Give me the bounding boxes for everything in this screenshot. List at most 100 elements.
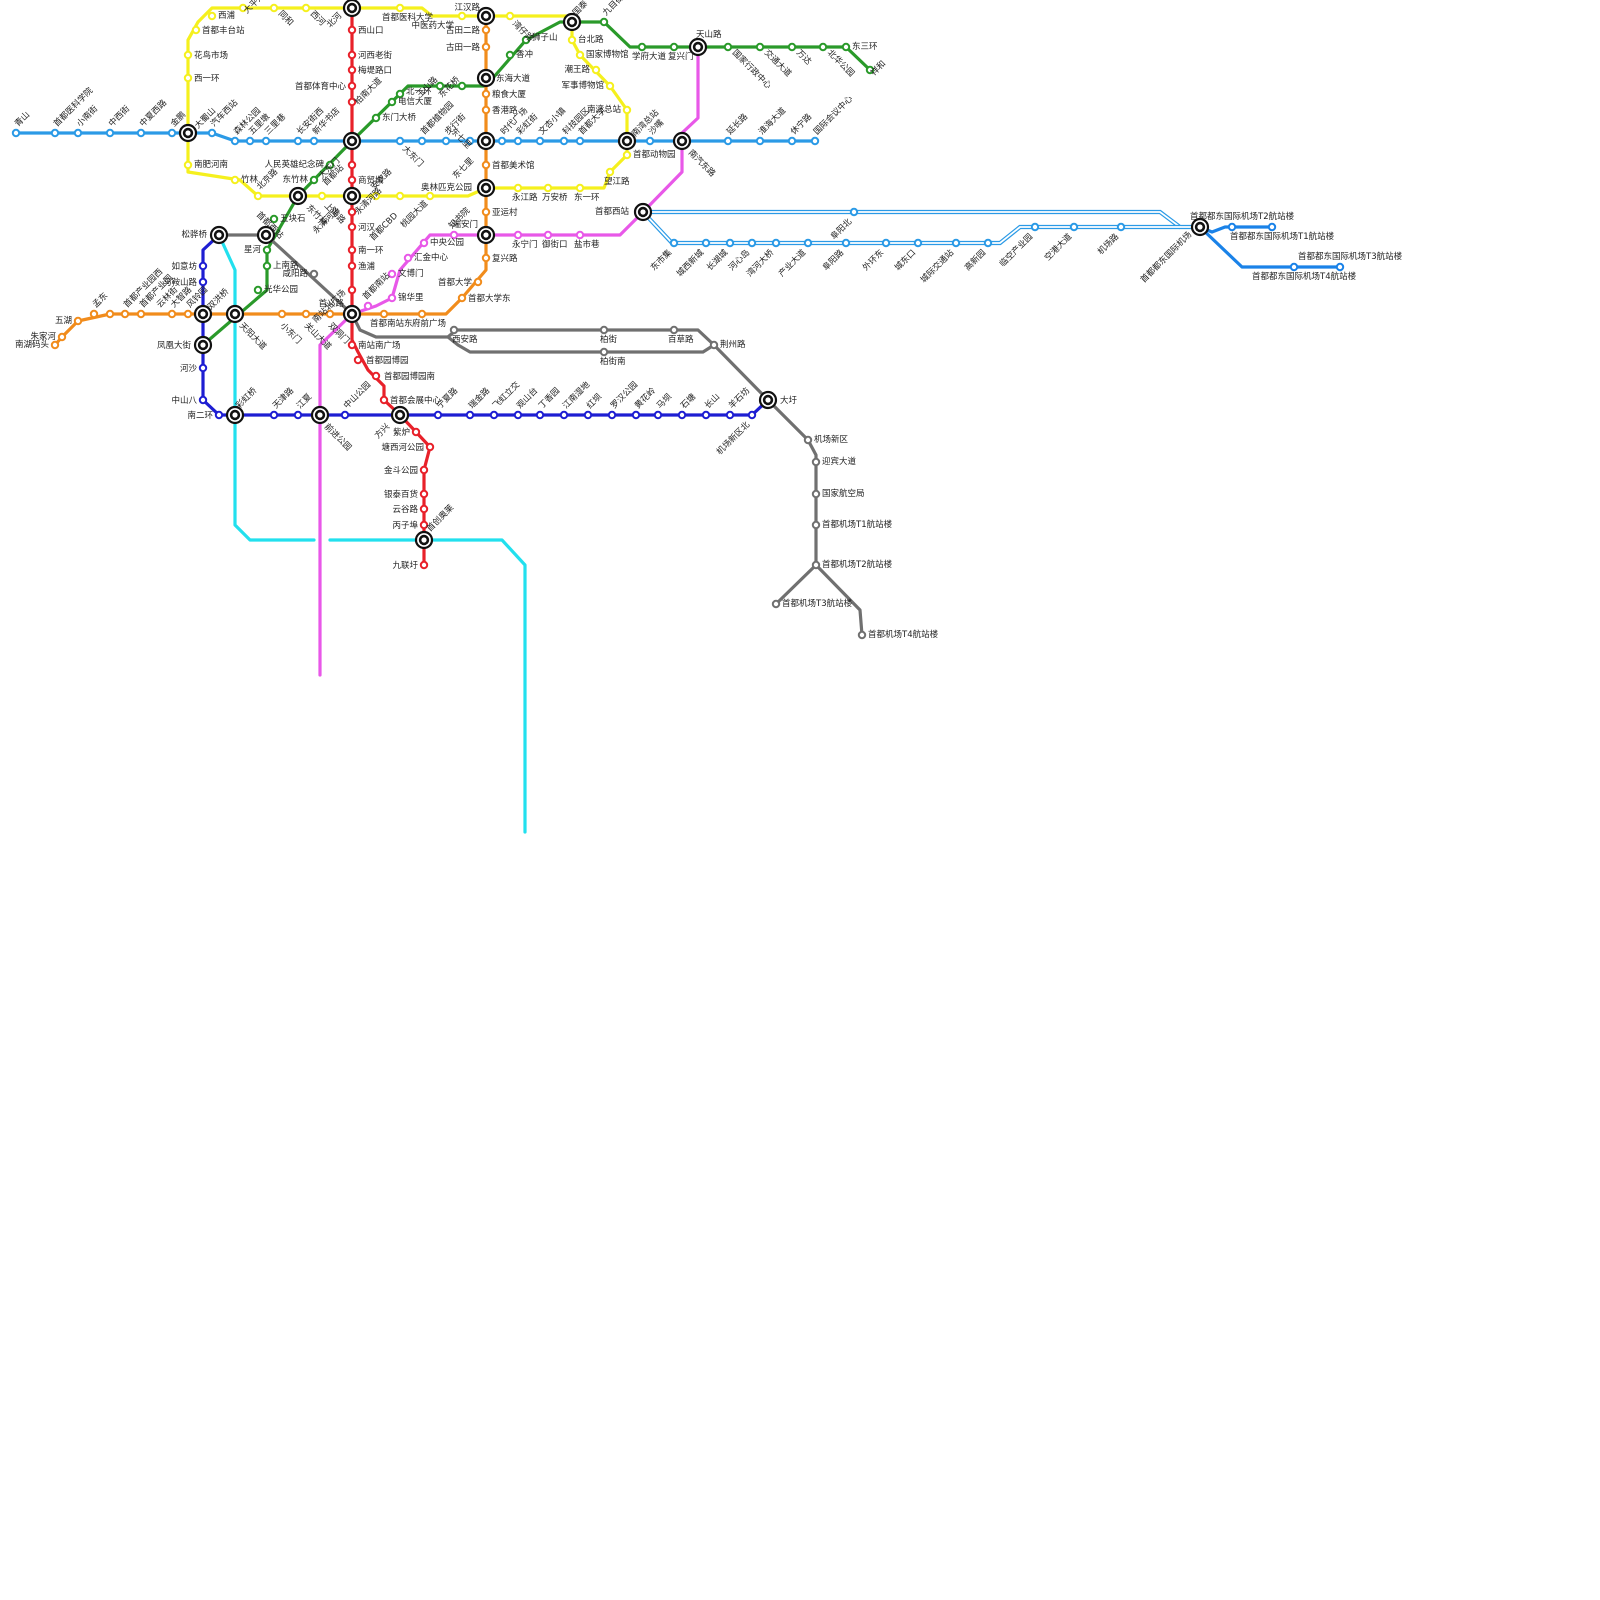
station-b13[interactable] bbox=[309, 136, 319, 146]
transfer-station-n5[interactable] bbox=[193, 335, 213, 355]
station-o17[interactable] bbox=[277, 309, 287, 319]
station-y30[interactable] bbox=[183, 160, 193, 170]
station-r2[interactable] bbox=[347, 50, 357, 60]
station-o21[interactable] bbox=[120, 309, 130, 319]
station-y15[interactable] bbox=[591, 65, 601, 75]
station-g7[interactable] bbox=[262, 245, 272, 255]
station-g5[interactable] bbox=[309, 175, 319, 185]
transfer-station-y23[interactable] bbox=[476, 178, 496, 198]
station-y18[interactable] bbox=[622, 150, 632, 160]
station-y20[interactable] bbox=[575, 183, 585, 193]
station-n20[interactable] bbox=[559, 410, 569, 420]
transfer-station-p2[interactable] bbox=[672, 131, 692, 151]
station-y24[interactable] bbox=[395, 191, 405, 201]
station-p10[interactable] bbox=[387, 293, 397, 303]
transfer-station-r6[interactable] bbox=[342, 0, 362, 18]
station-o15[interactable] bbox=[325, 309, 335, 319]
station-o22[interactable] bbox=[89, 309, 99, 319]
station-n11[interactable] bbox=[293, 410, 303, 420]
station-a17[interactable] bbox=[1267, 222, 1277, 232]
station-g6[interactable] bbox=[269, 214, 279, 224]
station-r18[interactable] bbox=[411, 427, 421, 437]
station-k11[interactable] bbox=[811, 489, 821, 499]
station-a2[interactable] bbox=[701, 238, 711, 248]
station-o18[interactable] bbox=[183, 309, 193, 319]
transfer-station-y17[interactable] bbox=[617, 131, 637, 151]
station-p3[interactable] bbox=[575, 230, 585, 240]
station-b10[interactable] bbox=[245, 136, 255, 146]
station-r5[interactable] bbox=[347, 97, 357, 107]
station-g8[interactable] bbox=[262, 261, 272, 271]
station-n8[interactable] bbox=[214, 410, 224, 420]
station-b26[interactable] bbox=[787, 136, 797, 146]
station-k6[interactable] bbox=[669, 325, 679, 335]
station-a5[interactable] bbox=[771, 238, 781, 248]
transfer-station-b17[interactable] bbox=[476, 131, 496, 151]
station-y13[interactable] bbox=[567, 35, 577, 45]
station-b14[interactable] bbox=[395, 136, 405, 146]
station-b20[interactable] bbox=[535, 136, 545, 146]
station-o5[interactable] bbox=[481, 105, 491, 115]
station-y17[interactable] bbox=[622, 105, 632, 115]
station-y6[interactable] bbox=[269, 3, 279, 13]
station-g11[interactable] bbox=[457, 81, 467, 91]
station-b18[interactable] bbox=[497, 136, 507, 146]
station-y16[interactable] bbox=[605, 81, 615, 91]
transfer-station-o8[interactable] bbox=[476, 225, 496, 245]
station-b11[interactable] bbox=[261, 136, 271, 146]
station-y25[interactable] bbox=[425, 191, 435, 201]
station-r16[interactable] bbox=[371, 371, 381, 381]
station-o25[interactable] bbox=[50, 340, 60, 350]
station-g22[interactable] bbox=[818, 42, 828, 52]
station-o23[interactable] bbox=[73, 316, 83, 326]
station-b22[interactable] bbox=[575, 136, 585, 146]
station-n25[interactable] bbox=[677, 410, 687, 420]
station-y14[interactable] bbox=[575, 50, 585, 60]
station-g12[interactable] bbox=[505, 50, 515, 60]
station-b2[interactable] bbox=[50, 128, 60, 138]
station-o2[interactable] bbox=[481, 42, 491, 52]
station-n21[interactable] bbox=[583, 410, 593, 420]
station-r24[interactable] bbox=[419, 560, 429, 570]
station-y27[interactable] bbox=[317, 191, 327, 201]
station-g3[interactable] bbox=[371, 113, 381, 123]
station-g13[interactable] bbox=[521, 35, 531, 45]
station-b8[interactable] bbox=[207, 128, 217, 138]
transfer-station-c2[interactable] bbox=[414, 530, 434, 550]
station-o19[interactable] bbox=[167, 309, 177, 319]
station-a12[interactable] bbox=[983, 238, 993, 248]
station-g17[interactable] bbox=[669, 42, 679, 52]
station-a10[interactable] bbox=[913, 238, 923, 248]
station-g23[interactable] bbox=[841, 42, 851, 52]
station-y22[interactable] bbox=[513, 183, 523, 193]
station-k3[interactable] bbox=[449, 325, 459, 335]
transfer-station-b14[interactable] bbox=[342, 131, 362, 151]
station-a20[interactable] bbox=[1289, 262, 1299, 272]
station-k10[interactable] bbox=[811, 457, 821, 467]
transfer-station-k8[interactable] bbox=[758, 390, 778, 410]
transfer-station-n9[interactable] bbox=[225, 405, 245, 425]
station-b4[interactable] bbox=[105, 128, 115, 138]
station-y9[interactable] bbox=[395, 3, 405, 13]
station-b3[interactable] bbox=[73, 128, 83, 138]
transfer-station-n1[interactable] bbox=[209, 225, 229, 245]
station-k12[interactable] bbox=[811, 520, 821, 530]
transfer-station-c1[interactable] bbox=[225, 304, 245, 324]
transfer-station-n12[interactable] bbox=[310, 405, 330, 425]
station-b6[interactable] bbox=[167, 128, 177, 138]
station-n10[interactable] bbox=[269, 410, 279, 420]
station-r7[interactable] bbox=[347, 160, 357, 170]
station-n19[interactable] bbox=[535, 410, 545, 420]
station-y12[interactable] bbox=[505, 11, 515, 21]
station-y3[interactable] bbox=[183, 50, 193, 60]
station-r21[interactable] bbox=[419, 489, 429, 499]
station-b21[interactable] bbox=[559, 136, 569, 146]
station-a4[interactable] bbox=[747, 238, 757, 248]
station-o1[interactable] bbox=[481, 25, 491, 35]
station-o13[interactable] bbox=[379, 309, 389, 319]
station-p6[interactable] bbox=[449, 230, 459, 240]
station-g20[interactable] bbox=[755, 42, 765, 52]
station-r22[interactable] bbox=[419, 504, 429, 514]
station-y19[interactable] bbox=[605, 167, 615, 177]
station-y7[interactable] bbox=[301, 3, 311, 13]
